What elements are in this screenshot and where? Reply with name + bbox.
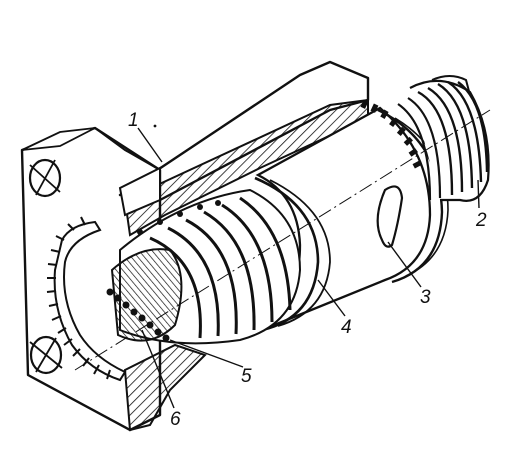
front-gear-wheel <box>46 216 127 382</box>
rear-threaded-shaft <box>397 75 490 202</box>
leader-lines <box>137 127 480 409</box>
label-3: 3 <box>420 287 431 308</box>
bolt-hole-bottom <box>29 335 63 375</box>
internal-screw <box>106 188 302 345</box>
bolt-hole-top <box>28 158 62 198</box>
label-2: 2 <box>475 210 487 231</box>
housing <box>118 60 370 432</box>
label-5: 5 <box>241 366 252 387</box>
rear-gear-teeth <box>360 99 422 169</box>
center-axis <box>74 109 491 371</box>
label-6: 6 <box>170 409 181 430</box>
stray-mark <box>153 124 157 128</box>
label-4: 4 <box>341 317 352 338</box>
label-1: 1 <box>128 110 139 131</box>
